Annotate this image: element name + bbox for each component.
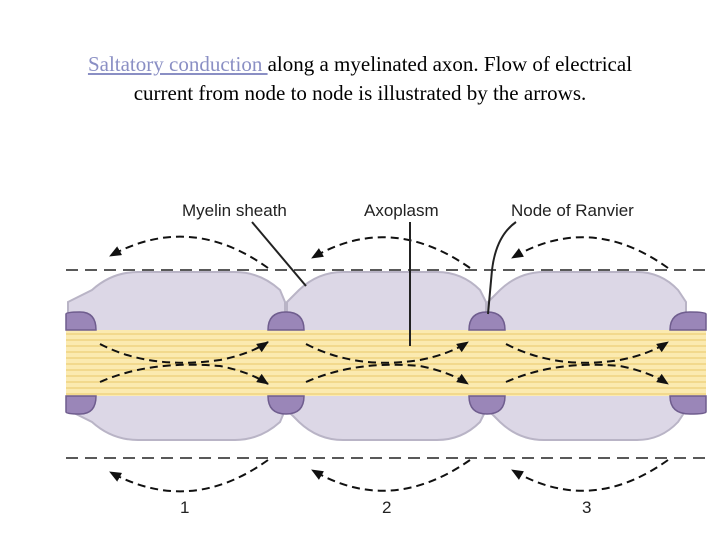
figure-caption: Saltatory conduction along a myelinated … [70,50,650,108]
arrow-outside-top-1 [109,235,269,269]
node-of-ranvier-3 [669,311,707,331]
myelin-sheath-label: Myelin sheath [182,201,287,220]
node-of-ranvier-3-bottom [669,395,707,415]
arrow-inside-upper-1a [99,341,269,364]
node-of-ranvier-2-bottom [468,395,506,415]
arrow-outside-bottom-3 [511,459,669,492]
node-of-ranvier-1-bottom [267,395,305,415]
segment-number-1: 1 [180,498,189,517]
arrow-inside-upper-1b [99,363,269,385]
node-of-ranvier-1 [267,311,305,331]
myelin-sheath-leader [251,221,307,287]
arrow-inside-upper-2b [305,363,469,385]
arrow-inside-upper-2a [305,341,469,364]
saltatory-conduction-link[interactable]: Saltatory conduction [87,52,268,76]
axoplasm-label: Axoplasm [364,201,439,220]
arrow-inside-upper-3b [505,363,669,385]
node-of-ranvier-2 [468,311,506,331]
segment-number-3: 3 [582,498,591,517]
node-of-ranvier-0 [65,311,97,331]
caption-text: along a myelinated axon. Flow of electri… [133,52,633,105]
nodes-of-ranvier [65,311,707,415]
arrow-outside-bottom-2 [311,459,471,492]
node-of-ranvier-leader [487,221,517,315]
label-leaders [251,221,517,346]
arrow-outside-bottom-1 [109,459,269,493]
arrow-outside-top-2 [311,236,471,269]
axoplasm-band [66,330,706,396]
current-flow-arrows [99,235,669,493]
node-of-ranvier-0-bottom [65,395,97,415]
node-of-ranvier-label: Node of Ranvier [511,201,634,220]
segment-number-2: 2 [382,498,391,517]
arrow-outside-top-3 [511,236,669,269]
arrow-inside-upper-3a [505,341,669,364]
